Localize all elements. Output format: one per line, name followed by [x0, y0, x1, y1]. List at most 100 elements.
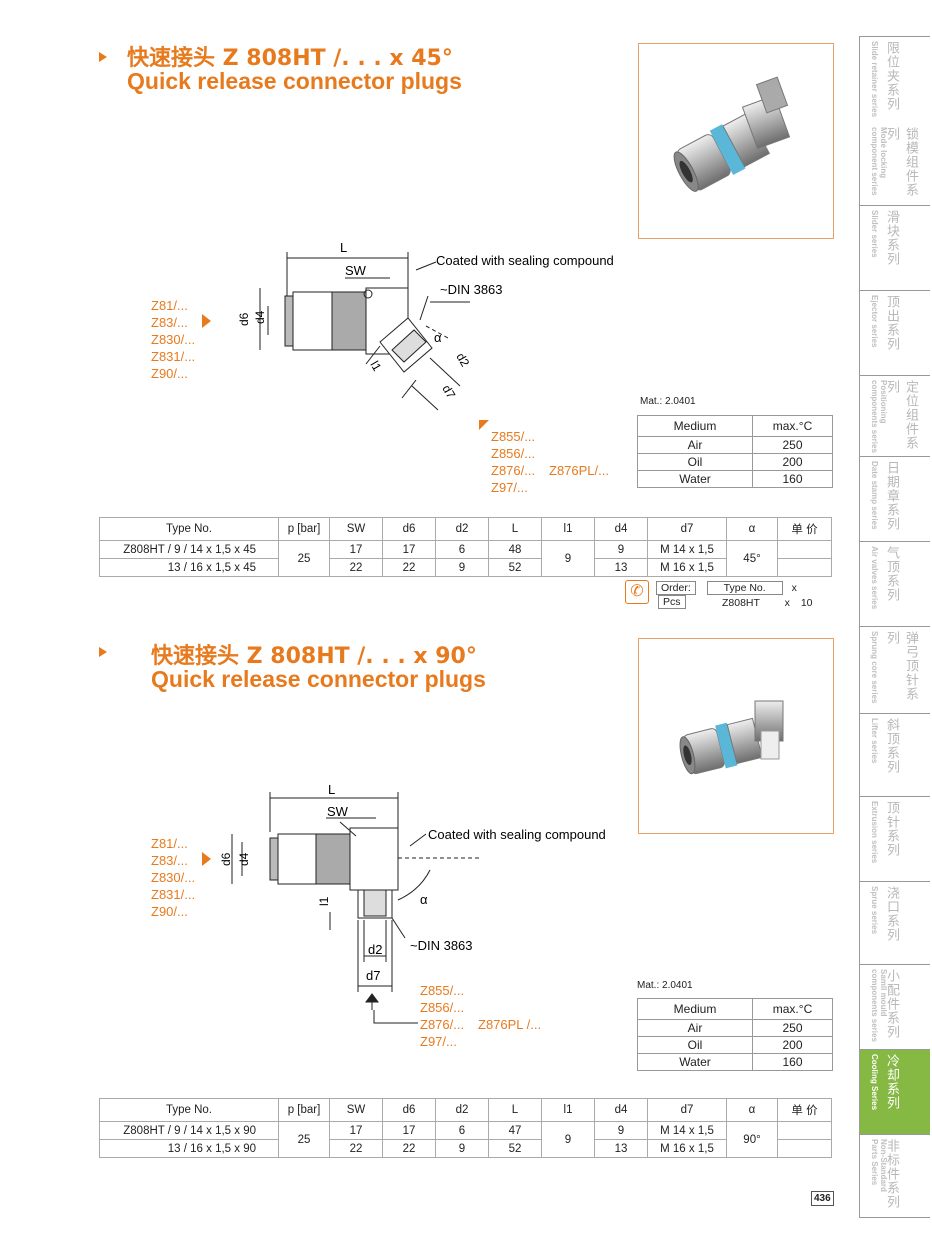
medium-cell: Air	[637, 436, 753, 454]
maxc-header: max.°C	[752, 415, 833, 437]
section2-left-series: Z81/... Z83/... Z830/... Z831/... Z90/..…	[151, 835, 195, 920]
cell-d7: M 16 x 1,5	[647, 1139, 727, 1158]
cell-d2: 9	[435, 1139, 489, 1158]
temp-cell: 250	[752, 436, 833, 454]
header-d7: d7	[647, 517, 727, 541]
sidebar-tab-sublabel: Lifter series	[870, 718, 879, 764]
medium-cell: Water	[637, 1053, 753, 1071]
cell-l1: 9	[541, 540, 595, 577]
sidebar-tab-label: 锁模组件系列	[884, 127, 918, 197]
cell-p-bar: 25	[278, 1121, 330, 1158]
sidebar-tab-label: 顶出系列	[884, 295, 899, 351]
sidebar-tab-slider[interactable]: 滑块系列 Slider series	[860, 206, 930, 291]
temp-cell: 160	[752, 1053, 833, 1071]
dim-SW-label: SW	[327, 804, 349, 819]
header-d2: d2	[435, 1098, 489, 1122]
order-type-value: Z808HT	[722, 597, 760, 609]
cell-sw: 22	[329, 558, 383, 577]
sidebar-border	[859, 36, 860, 1218]
cell-type-no: Z808HT / 9 / 14 x 1,5 x 45	[99, 540, 279, 559]
dim-d7-label: d7	[366, 968, 380, 983]
series-item: Z83/...	[151, 315, 188, 330]
dim-d4-label: d4	[237, 852, 251, 866]
section2-leader-line	[373, 1010, 418, 1024]
sidebar-tab-sublabel: Slide retainer series	[870, 41, 879, 118]
connector-45-image	[673, 76, 791, 192]
temp-cell: 250	[752, 1019, 833, 1037]
sidebar-tab-lifter[interactable]: 斜顶系列 Lifter series	[860, 714, 930, 797]
cell-sw: 17	[329, 540, 383, 559]
cell-type-no: 13 / 16 x 1,5 x 90	[99, 1139, 279, 1158]
section1-product-photo	[638, 43, 834, 239]
section1-spec-table: Type No. p [bar] SW d6 d2 L l1 d4 d7 α 单…	[99, 517, 832, 577]
cell-d4: 13	[594, 1139, 648, 1158]
sidebar-tab-label: 小配件系列	[884, 969, 899, 1039]
dim-alpha-label: α	[434, 330, 442, 345]
header-unit-price: 单 价	[777, 1098, 832, 1122]
cell-type-no: Z808HT / 9 / 14 x 1,5 x 90	[99, 1121, 279, 1140]
cell-alpha: 45°	[726, 540, 778, 577]
cell-d4: 13	[594, 558, 648, 577]
sidebar-tab-sprue[interactable]: 浇口系列 Sprue series	[860, 882, 930, 965]
series-item: Z855/...	[491, 429, 536, 444]
series-item: Z876/...	[420, 1017, 465, 1032]
sidebar-tab-sublabel: Mode locking component series	[870, 127, 888, 196]
header-alpha: α	[726, 517, 778, 541]
header-sw: SW	[329, 1098, 383, 1122]
section1-corner-marker-icon	[479, 420, 489, 430]
dim-d2-label: d2	[368, 942, 382, 957]
cell-d2: 6	[435, 1121, 489, 1140]
cell-price	[777, 540, 832, 559]
order-example: Order: Type No. x Pcs	[656, 581, 826, 609]
connector-90-image	[679, 700, 784, 775]
sidebar-tab-label: 浇口系列	[884, 886, 899, 942]
sidebar-tab-mode-locking[interactable]: 锁模组件系列 Mode locking component series	[860, 123, 930, 206]
header-d7: d7	[647, 1098, 727, 1122]
header-l1: l1	[541, 1098, 595, 1122]
sidebar-tab-label: 顶针系列	[884, 801, 899, 857]
dim-L-label: L	[340, 240, 347, 255]
sidebar-tab-ejector[interactable]: 顶出系列 Ejector series	[860, 291, 930, 376]
series-item: Z97/...	[420, 1034, 457, 1049]
sidebar-tab-non-standard[interactable]: 非标件系列 Non-Standard Parts Series	[860, 1135, 930, 1218]
sidebar-tab-small-components[interactable]: 小配件系列 Samll mould components series	[860, 965, 930, 1050]
sidebar-tab-sublabel: Slider series	[870, 210, 879, 258]
cell-d4: 9	[594, 1121, 648, 1140]
header-d6: d6	[382, 517, 436, 541]
medium-header: Medium	[637, 415, 753, 437]
sidebar-tab-positioning[interactable]: 定位组件系列 Positioning components series	[860, 376, 930, 457]
sidebar-tab-sublabel: Sprue series	[870, 886, 879, 935]
header-l: L	[488, 1098, 542, 1122]
sidebar-tab-cooling[interactable]: 冷却系列 Cooling Series	[860, 1050, 930, 1135]
sidebar-tab-date-stamp[interactable]: 日期章系列 Date stamp series	[860, 457, 930, 542]
section1-extra-series: Z876PL/...	[549, 463, 609, 478]
header-p-bar: p [bar]	[278, 1098, 330, 1122]
series-item: Z831/...	[151, 349, 196, 364]
section1-bullet-icon	[99, 52, 107, 62]
sidebar-tab-sublabel: Air valves series	[870, 546, 879, 610]
header-type-no: Type No.	[99, 517, 279, 541]
series-item: Z831/...	[151, 887, 196, 902]
sidebar-tab-extrusion[interactable]: 顶针系列 Extrusion series	[860, 797, 930, 882]
order-values: Z808HT x 10	[722, 597, 813, 609]
header-d6: d6	[382, 1098, 436, 1122]
cell-d6: 22	[382, 558, 436, 577]
temp-cell: 200	[752, 453, 833, 471]
header-d4: d4	[594, 517, 648, 541]
section1-title-en: Quick release connector plugs	[127, 68, 462, 94]
sidebar-tab-sprung-core[interactable]: 弹弓顶针系列 Sprung core series	[860, 627, 930, 714]
sidebar-tab-slide-retainer[interactable]: 限位夹系列 Slide retainer series	[860, 36, 930, 124]
dim-d2-label: d2	[453, 351, 472, 370]
sidebar-tab-air-valves[interactable]: 气顶系列 Air valves series	[860, 542, 930, 627]
series-item: Z876/...	[491, 463, 536, 478]
dim-d6-label: d6	[237, 312, 251, 326]
section1-bottom-series: Z855/... Z856/... Z876/... Z97/...	[491, 428, 535, 496]
sidebar-tab-label: 非标件系列	[884, 1139, 899, 1209]
series-item: Z830/...	[151, 332, 196, 347]
section2-title-en: Quick release connector plugs	[151, 666, 486, 692]
sidebar-tab-sublabel: Ejector series	[870, 295, 879, 348]
sidebar-tab-sublabel: Samll mould components series	[870, 969, 888, 1042]
cell-sw: 17	[329, 1121, 383, 1140]
dim-alpha-label: α	[420, 892, 428, 907]
